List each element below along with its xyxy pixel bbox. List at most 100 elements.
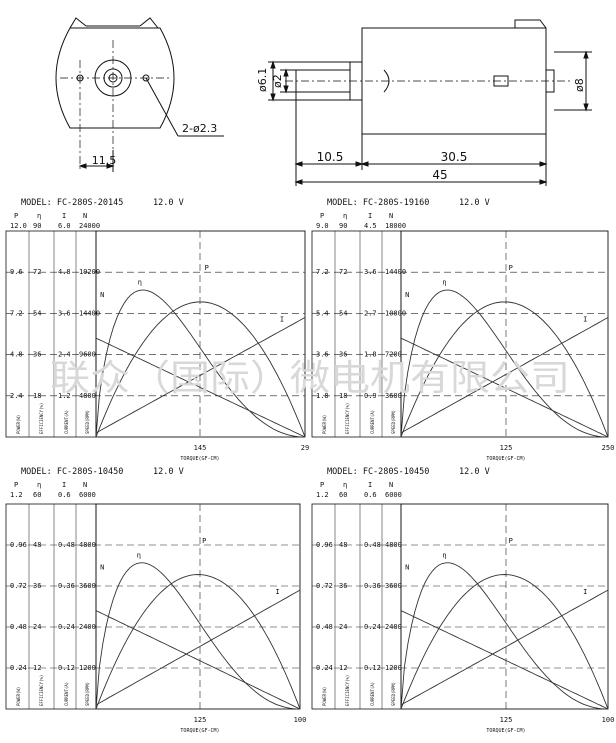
terminal-left — [69, 17, 87, 29]
axis-top-value: 0.6 — [58, 491, 71, 499]
dim-11-5-arrow-r — [106, 163, 115, 169]
axis-header-P: P — [320, 212, 324, 220]
axis-table-frame — [5, 503, 97, 710]
axis-unit-label: SPEED(RPM) — [85, 410, 90, 434]
chart-voltage: 12.0 V — [459, 198, 490, 208]
axis-header-N: N — [83, 481, 87, 489]
axis-unit-label: SPEED(RPM) — [391, 682, 396, 706]
x-axis-label: TORQUE(GF-CM) — [180, 456, 219, 462]
chart-voltage: 12.0 V — [459, 467, 490, 477]
axis-unit-label: EFFICIENCY(%) — [345, 403, 350, 434]
axis-tick-label: 36 — [339, 582, 347, 590]
series-label-I: I — [276, 588, 280, 596]
brush-holder — [493, 75, 509, 87]
axis-header-I: I — [62, 481, 66, 489]
series-label-I: I — [280, 316, 284, 324]
axis-unit-label: CURRENT(A) — [64, 410, 69, 434]
axis-header-P: P — [14, 212, 18, 220]
series-label-η: η — [442, 279, 446, 287]
current-curve — [400, 317, 609, 434]
plot-frame — [400, 230, 609, 438]
x-tick-max: 100 — [602, 716, 615, 724]
terminal-right — [139, 17, 159, 29]
axis-tick-label: 36 — [33, 351, 41, 359]
axis-header-η: η — [37, 212, 41, 220]
dim-11-5-label: 11.5 — [92, 154, 117, 167]
axis-top-value: 90 — [33, 222, 41, 230]
speed-curve — [400, 610, 609, 710]
series-label-η: η — [137, 551, 141, 559]
speed-curve — [95, 610, 301, 710]
series-label-P: P — [202, 537, 206, 545]
series-label-P: P — [509, 537, 513, 545]
axis-unit-label: POWER(W) — [16, 415, 21, 434]
axis-header-I: I — [368, 481, 372, 489]
chart-model: MODEL: FC-280S-10450 — [21, 467, 123, 477]
x-tick-max: 250 — [602, 444, 615, 452]
chart-model: MODEL: FC-280S-19160 — [327, 198, 429, 208]
axis-top-value: 18000 — [385, 222, 406, 230]
axis-table-frame — [311, 230, 402, 438]
axis-table-frame — [311, 503, 402, 710]
x-tick-max: 29 — [301, 444, 309, 452]
axis-header-P: P — [320, 481, 324, 489]
axis-table-frame — [5, 230, 97, 438]
dim-30-5-label: 30.5 — [441, 150, 468, 164]
x-tick-mid: 125 — [500, 716, 513, 724]
series-label-I: I — [583, 316, 587, 324]
axis-tick-label: 72 — [33, 268, 41, 276]
axis-top-value: 90 — [339, 222, 347, 230]
dim-hole-label: 2-ø2.3 — [182, 122, 217, 135]
x-axis-label: TORQUE(GF-CM) — [486, 728, 525, 734]
dim-d61-label: ø6.1 — [256, 68, 269, 92]
speed-curve — [400, 337, 609, 438]
axis-unit-label: SPEED(RPM) — [85, 682, 90, 706]
axis-top-value: 60 — [33, 491, 41, 499]
axis-unit-label: POWER(W) — [322, 415, 327, 434]
side-view-drawing — [268, 19, 592, 186]
axis-top-value: 6.0 — [58, 222, 71, 230]
series-label-P: P — [509, 264, 513, 272]
axis-tick-label: 18 — [339, 392, 347, 400]
axis-unit-label: SPEED(RPM) — [391, 410, 396, 434]
motor-body — [361, 27, 547, 135]
axis-top-value: 1.2 — [316, 491, 329, 499]
current-curve — [400, 589, 609, 706]
axis-tick-label: 18 — [33, 392, 41, 400]
dim-45-label: 45 — [432, 168, 447, 182]
axis-tick-label: 36 — [339, 351, 347, 359]
power-curve — [400, 574, 609, 710]
axis-top-value: 6000 — [79, 491, 96, 499]
efficiency-curve — [95, 562, 301, 710]
axis-tick-label: 54 — [339, 309, 347, 317]
axis-header-η: η — [37, 481, 41, 489]
axis-top-value: 1.2 — [10, 491, 23, 499]
axis-unit-label: POWER(W) — [322, 687, 327, 706]
power-curve — [95, 574, 301, 710]
axis-tick-label: 12 — [33, 664, 41, 672]
axis-unit-label: CURRENT(A) — [370, 682, 375, 706]
efficiency-curve — [400, 562, 609, 710]
axis-header-N: N — [389, 481, 393, 489]
series-label-I: I — [583, 588, 587, 596]
efficiency-curve — [95, 289, 306, 438]
axis-top-value: 4.5 — [364, 222, 377, 230]
axis-header-η: η — [343, 212, 347, 220]
axis-header-N: N — [389, 212, 393, 220]
leader-line — [145, 77, 179, 137]
x-tick-max: 100 — [294, 716, 307, 724]
axis-top-value: 12.0 — [10, 222, 27, 230]
axis-header-I: I — [368, 212, 372, 220]
chart-voltage: 12.0 V — [153, 198, 184, 208]
axis-tick-label: 24 — [33, 623, 41, 631]
power-curve — [400, 301, 609, 438]
axis-top-value: 6000 — [385, 491, 402, 499]
chart-voltage: 12.0 V — [153, 467, 184, 477]
x-tick-mid: 125 — [500, 444, 513, 452]
axis-tick-label: 72 — [339, 268, 347, 276]
